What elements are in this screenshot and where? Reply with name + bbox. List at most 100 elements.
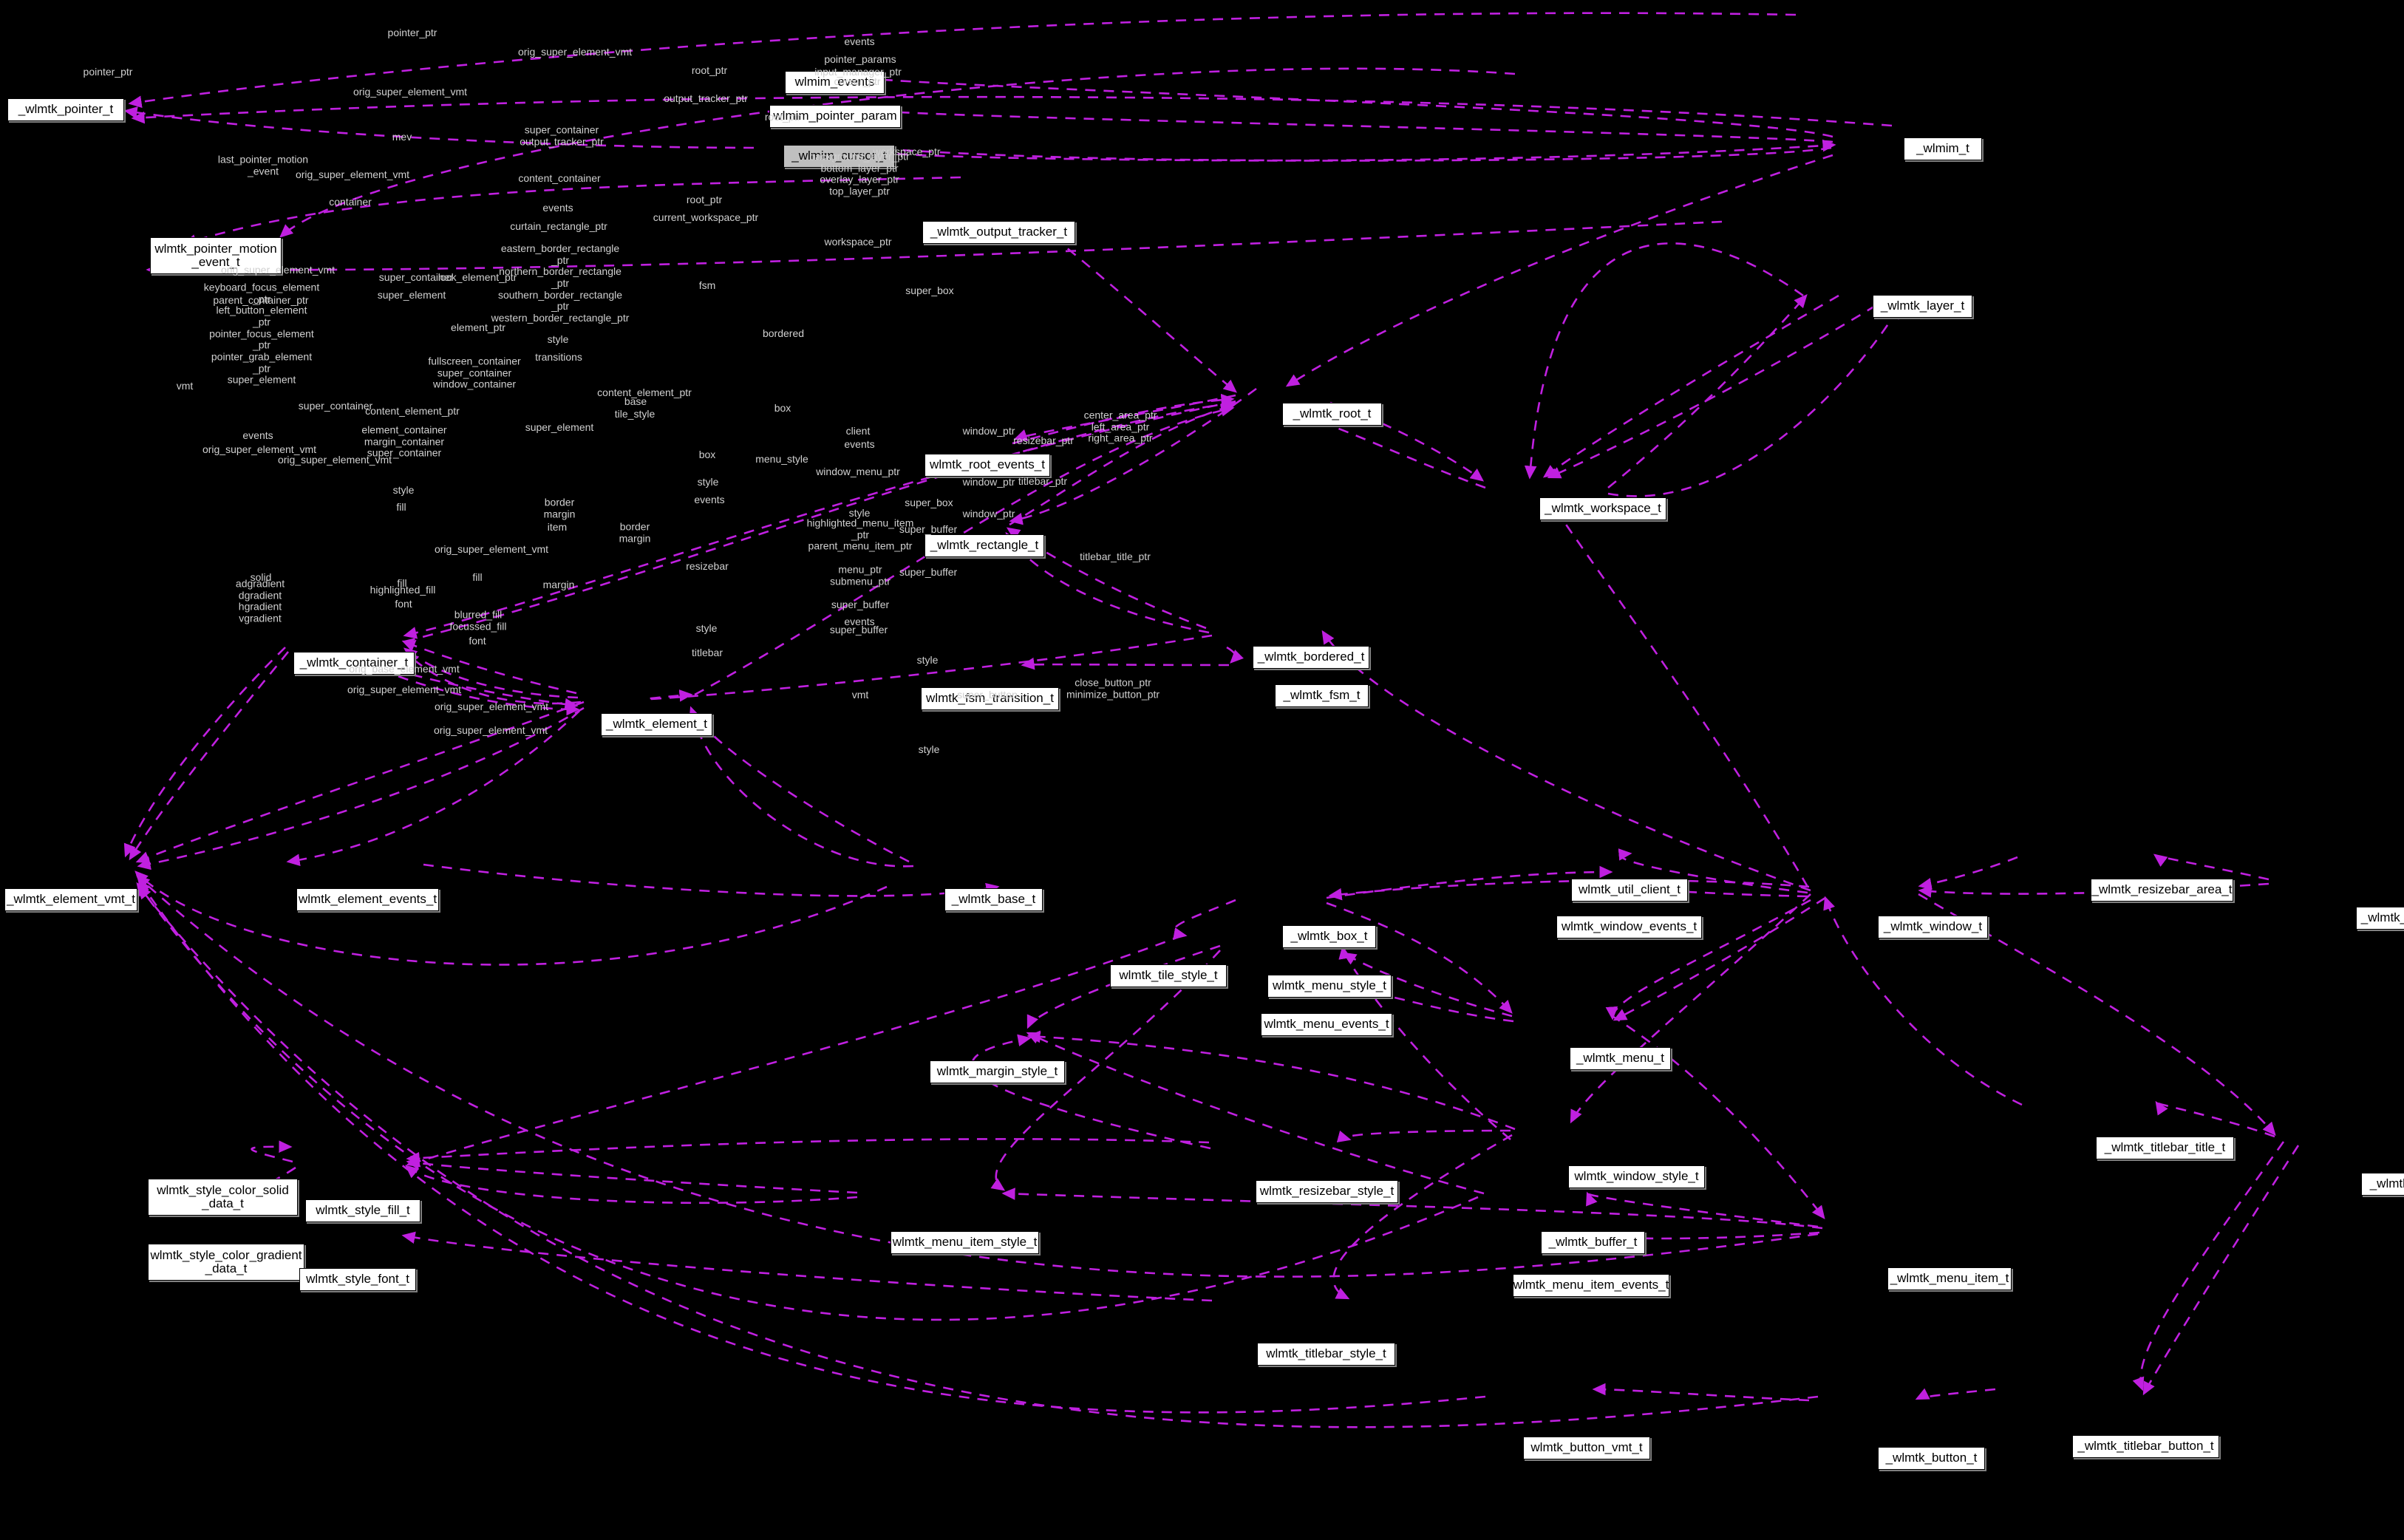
graph-node-wlmtk-rectangle-t[interactable]: _wlmtk_rectangle_t (925, 534, 1044, 557)
edge-label: element_ptr (451, 321, 505, 334)
graph-node-wlmtk-menu-t[interactable]: _wlmtk_menu_t (1570, 1047, 1671, 1070)
graph-node-wlmim-events[interactable]: wlmim_events (785, 71, 885, 94)
edge-label: style (697, 476, 719, 488)
edge-label: window_ptr (962, 425, 1015, 437)
graph-node-wlmtk-style-fill-t[interactable]: wlmtk_style_fill_t (305, 1199, 420, 1222)
graph-node-wlmtk-menu-style-t[interactable]: wlmtk_menu_style_t (1267, 975, 1392, 998)
edge-label: fsm (698, 279, 716, 292)
graph-node-wlmtk-titlebar-button-t[interactable]: _wlmtk_titlebar_button_t (2072, 1435, 2219, 1458)
graph-node-wlmtk-style-color-solid-data-t[interactable]: wlmtk_style_color_solid _data_t (148, 1179, 298, 1216)
graph-node-wlmtk-margin-style-t[interactable]: wlmtk_margin_style_t (930, 1060, 1065, 1083)
edge-label: orig_super_element_vmt (517, 46, 633, 58)
edge-label: orig_super_element_vmt (434, 701, 549, 713)
graph-node-wlmtk-menu-events-t[interactable]: wlmtk_menu_events_t (1261, 1013, 1392, 1036)
graph-node-wlmtk-pointer-t[interactable]: _wlmtk_pointer_t (7, 98, 124, 121)
graph-node-wlmim-cursor-t[interactable]: _wlmim_cursor_t (783, 145, 895, 168)
graph-node-wlmtk-container-t[interactable]: _wlmtk_container_t (293, 652, 415, 675)
edge-label: super_element (525, 421, 594, 434)
graph-node-wlmtk-menu-item-style-t[interactable]: wlmtk_menu_item_style_t (891, 1231, 1039, 1254)
edge-label: resizebar_ptr (1013, 435, 1074, 447)
edge-label: events (844, 438, 875, 451)
edge-label: border margin (619, 520, 651, 544)
graph-node-wlmtk-resizebar-t[interactable]: _wlmtk_resizebar_t (2356, 907, 2404, 930)
edge-label: center_area_ptr left_area_ptr right_area… (1083, 409, 1157, 444)
edge-label: style (547, 333, 569, 346)
edge-label: mev (392, 131, 412, 143)
edge-label: bordered (762, 327, 805, 340)
edge-label: client (845, 425, 871, 437)
edge-label: menu_style (755, 453, 808, 466)
graph-node-wlmtk-resizebar-area-t[interactable]: _wlmtk_resizebar_area_t (2091, 879, 2233, 902)
graph-node-wlmtk-base-t[interactable]: _wlmtk_base_t (944, 888, 1043, 911)
edge-label: titlebar (691, 647, 723, 659)
edge-label: super_buffer (899, 566, 958, 579)
graph-node-wlmtk-util-client-t[interactable]: wlmtk_util_client_t (1571, 879, 1688, 902)
graph-node-wlmtk-resizebar-style-t[interactable]: wlmtk_resizebar_style_t (1256, 1180, 1398, 1203)
edge-label: transitions (535, 351, 582, 364)
graph-node-wlmtk-tile-style-t[interactable]: wlmtk_tile_style_t (1110, 964, 1227, 987)
edge-label: fill (397, 577, 407, 590)
edge-label: orig_super_element_vmt (347, 684, 462, 696)
graph-node-wlmtk-button-t[interactable]: _wlmtk_button_t (1878, 1447, 1985, 1470)
edge-label: pointer_ptr (83, 66, 133, 78)
graph-node-wlmtk-bordered-t[interactable]: _wlmtk_bordered_t (1253, 646, 1369, 669)
edge-label: window_ptr (962, 476, 1015, 488)
graph-node-wlmtk-style-font-t[interactable]: wlmtk_style_font_t (299, 1268, 416, 1291)
graph-node-wlmtk-element-t[interactable]: _wlmtk_element_t (601, 713, 712, 736)
edge-label: super_buffer (831, 599, 890, 611)
edge-label: workspace_ptr (824, 236, 892, 248)
graph-node-wlmim-t[interactable]: _wlmim_t (1904, 137, 1982, 160)
graph-node-wlmtk-buffer-t[interactable]: _wlmtk_buffer_t (1541, 1231, 1645, 1254)
edge-label: container (329, 196, 372, 208)
graph-node-wlmim-pointer-param[interactable]: wlmim_pointer_param (769, 105, 901, 128)
edge-label: parent_container_ptr (213, 294, 309, 307)
graph-node-wlmtk-titlebar-t[interactable]: _wlmtk_titlebar_t (2361, 1173, 2404, 1196)
edge-label: highlighted_menu_item _ptr parent_menu_i… (806, 517, 914, 552)
graph-node-wlmtk-workspace-t[interactable]: _wlmtk_workspace_t (1539, 497, 1666, 520)
graph-node-wlmtk-button-vmt-t[interactable]: wlmtk_button_vmt_t (1523, 1437, 1650, 1459)
graph-node-wlmtk-element-events-t[interactable]: wlmtk_element_events_t (296, 888, 439, 911)
edge-label: pointer_params (824, 53, 896, 66)
edge-label: events (242, 429, 273, 442)
graph-node-wlmtk-menu-item-events-t[interactable]: wlmtk_menu_item_events_t (1513, 1274, 1669, 1297)
edge-label: vmt (851, 689, 869, 701)
edge-label: eastern_border_rectangle _ptr northern_b… (491, 242, 630, 324)
edge-label: adgradient dgradient hgradient vgradient (235, 577, 285, 624)
graph-node-wlmtk-window-events-t[interactable]: wlmtk_window_events_t (1556, 916, 1702, 938)
edge-label: orig_super_element_vmt (434, 543, 549, 556)
edge-label: last_pointer_motion _event (217, 153, 309, 177)
graph-node-wlmtk-root-t[interactable]: _wlmtk_root_t (1282, 403, 1382, 426)
graph-node-wlmtk-style-color-gradient-data-t[interactable]: wlmtk_style_color_gradient _data_t (148, 1244, 304, 1281)
graph-node-wlmtk-fsm-transition-t[interactable]: wlmtk_fsm_transition_t (921, 687, 1059, 710)
edge-label: events (844, 35, 875, 48)
graph-node-wlmtk-menu-item-t[interactable]: _wlmtk_menu_item_t (1887, 1267, 2012, 1290)
graph-node-wlmtk-titlebar-style-t[interactable]: wlmtk_titlebar_style_t (1257, 1343, 1395, 1366)
edge-label: super_container (298, 400, 373, 412)
edge-label: titlebar_ptr (1018, 475, 1068, 488)
edge-label: orig_super_element_vmt (277, 454, 392, 466)
edge-label: events (694, 494, 725, 506)
graph-node-wlmtk-box-t[interactable]: _wlmtk_box_t (1282, 925, 1376, 948)
edge-label: content_container (518, 172, 601, 185)
graph-node-wlmtk-output-tracker-t[interactable]: _wlmtk_output_tracker_t (922, 221, 1075, 244)
graph-node-wlmtk-pointer-motion-event-t[interactable]: wlmtk_pointer_motion _event_t (150, 237, 282, 274)
graph-node-wlmtk-root-events-t[interactable]: wlmtk_root_events_t (925, 454, 1050, 477)
edge-label: base (624, 395, 647, 408)
graph-node-wlmtk-element-vmt-t[interactable]: _wlmtk_element_vmt_t (4, 888, 137, 911)
edge-label: curtain_rectangle_ptr (510, 220, 607, 233)
edge-label: vmt (176, 380, 194, 392)
graph-node-wlmtk-titlebar-title-t[interactable]: _wlmtk_titlebar_title_t (2096, 1137, 2234, 1159)
edge-label: events (844, 616, 875, 628)
graph-node-wlmtk-window-style-t[interactable]: wlmtk_window_style_t (1568, 1165, 1705, 1188)
edge-label: close_button_ptr minimize_button_ptr (1066, 676, 1160, 700)
edge-label: font (395, 598, 412, 610)
graph-node-wlmtk-window-t[interactable]: _wlmtk_window_t (1878, 916, 1988, 938)
edge-label: events (542, 202, 573, 214)
edge-label: tile_style (614, 408, 656, 420)
edge-label: fullscreen_container super_container win… (428, 355, 521, 390)
graph-node-wlmtk-layer-t[interactable]: _wlmtk_layer_t (1873, 295, 1972, 318)
edge-label: super_container (378, 271, 454, 284)
graph-node-wlmtk-fsm-t[interactable]: _wlmtk_fsm_t (1275, 684, 1369, 707)
